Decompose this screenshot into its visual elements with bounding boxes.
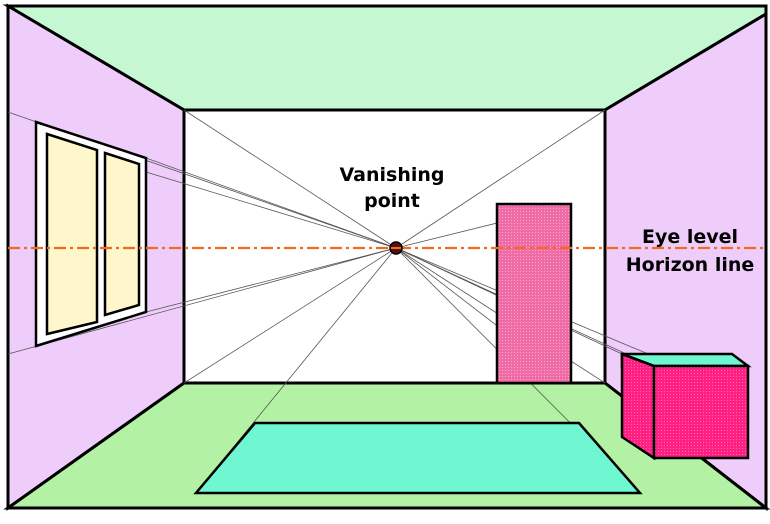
box-front (652, 364, 750, 460)
rug (193, 421, 643, 495)
box (620, 352, 752, 461)
window-pane-left (45, 132, 99, 336)
window (34, 120, 148, 348)
eye-level-label: Eye level (642, 226, 738, 248)
vanishing-label-line1: Vanishing (339, 164, 444, 186)
window-pane-right (103, 151, 141, 317)
horizon-line-label: Horizon line (626, 254, 755, 276)
vanishing-label-line2: point (364, 190, 420, 212)
door (495, 202, 573, 385)
vanishing-point-marker (389, 241, 403, 255)
